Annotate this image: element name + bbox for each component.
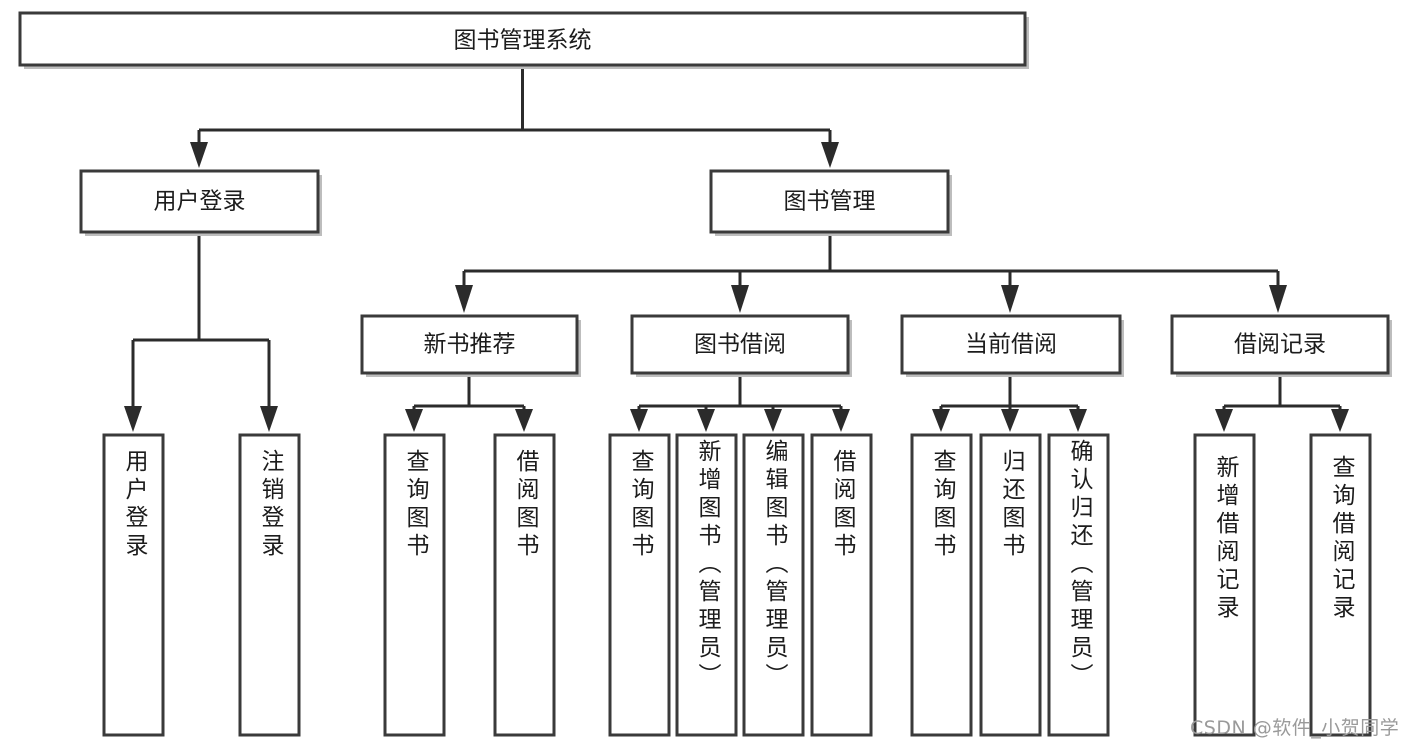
node-leaf-query-book-1-rect[interactable] [383,433,446,737]
node-leaf-edit-book-rect[interactable] [742,433,805,737]
arrowhead-leaf-query-record [1331,409,1349,432]
node-leaf-query-book-2-rect[interactable] [608,433,671,737]
node-root-label: 图书管理系统 [454,28,592,54]
node-borrow-record[interactable]: 借阅记录 [1170,314,1392,377]
arrowhead-current-borrow [1001,285,1019,313]
arrowhead-leaf-user-login [124,406,142,432]
node-book-borrow-label: 图书借阅 [694,332,786,358]
node-leaf-borrow-book-1-rect[interactable] [493,433,556,737]
arrowhead-new-book-rec [455,285,473,313]
node-leaf-confirm-return-rect[interactable] [1047,433,1110,737]
node-leaf-return-book-rect[interactable] [979,433,1042,737]
node-book-manage-rect[interactable] [709,169,950,234]
node-user-login[interactable]: 用户登录 [79,169,322,236]
node-book-manage[interactable]: 图书管理 [709,169,952,236]
node-leaf-query-book-3-rect[interactable] [910,433,973,737]
arrowhead-leaf-borrow-book-1 [515,409,533,432]
node-root[interactable]: 图书管理系统 [18,11,1029,69]
arrowhead-leaf-add-book [697,409,715,432]
arrowhead-user-login [190,142,208,168]
arrowhead-book-manage [821,142,839,168]
node-leaf-borrow-book-2-rect[interactable] [810,433,873,737]
arrowhead-leaf-edit-book [764,409,782,432]
arrowhead-leaf-query-book-3 [932,409,950,432]
node-borrow-record-label: 借阅记录 [1234,332,1326,358]
node-leaf-add-book-rect[interactable] [675,433,738,737]
node-root-rect[interactable] [18,11,1027,67]
node-borrow-record-rect[interactable] [1170,314,1390,375]
node-new-book-rec-label: 新书推荐 [424,332,516,358]
node-user-login-rect[interactable] [79,169,320,234]
node-book-borrow-rect[interactable] [630,314,850,375]
csdn-watermark: CSDN @软件_小贺同学 [1190,717,1400,739]
node-current-borrow-rect[interactable] [900,314,1122,375]
node-new-book-rec-rect[interactable] [360,314,579,375]
arrowhead-book-borrow [731,285,749,313]
arrowhead-leaf-query-book-2 [630,409,648,432]
leaf-nodes-group [102,433,1372,737]
arrowhead-leaf-add-record [1215,409,1233,432]
node-book-borrow[interactable]: 图书借阅 [630,314,852,377]
node-book-manage-label: 图书管理 [784,189,876,215]
node-current-borrow-label: 当前借阅 [965,332,1057,358]
node-current-borrow[interactable]: 当前借阅 [900,314,1124,377]
arrowhead-leaf-logout [260,406,278,432]
arrowhead-leaf-borrow-book-2 [832,409,850,432]
node-new-book-rec[interactable]: 新书推荐 [360,314,581,377]
node-leaf-user-login-rect[interactable] [102,433,165,737]
arrowhead-leaf-query-book-1 [405,409,423,432]
arrowhead-borrow-record [1269,285,1287,313]
node-user-login-label: 用户登录 [154,189,246,215]
arrowhead-leaf-confirm-return [1069,409,1087,432]
connectors-group [124,65,1349,432]
arrowhead-leaf-return-book [1001,409,1019,432]
node-leaf-logout-rect[interactable] [238,433,301,737]
node-leaf-add-record-rect[interactable] [1193,433,1256,737]
node-leaf-query-record-rect[interactable] [1309,433,1372,737]
